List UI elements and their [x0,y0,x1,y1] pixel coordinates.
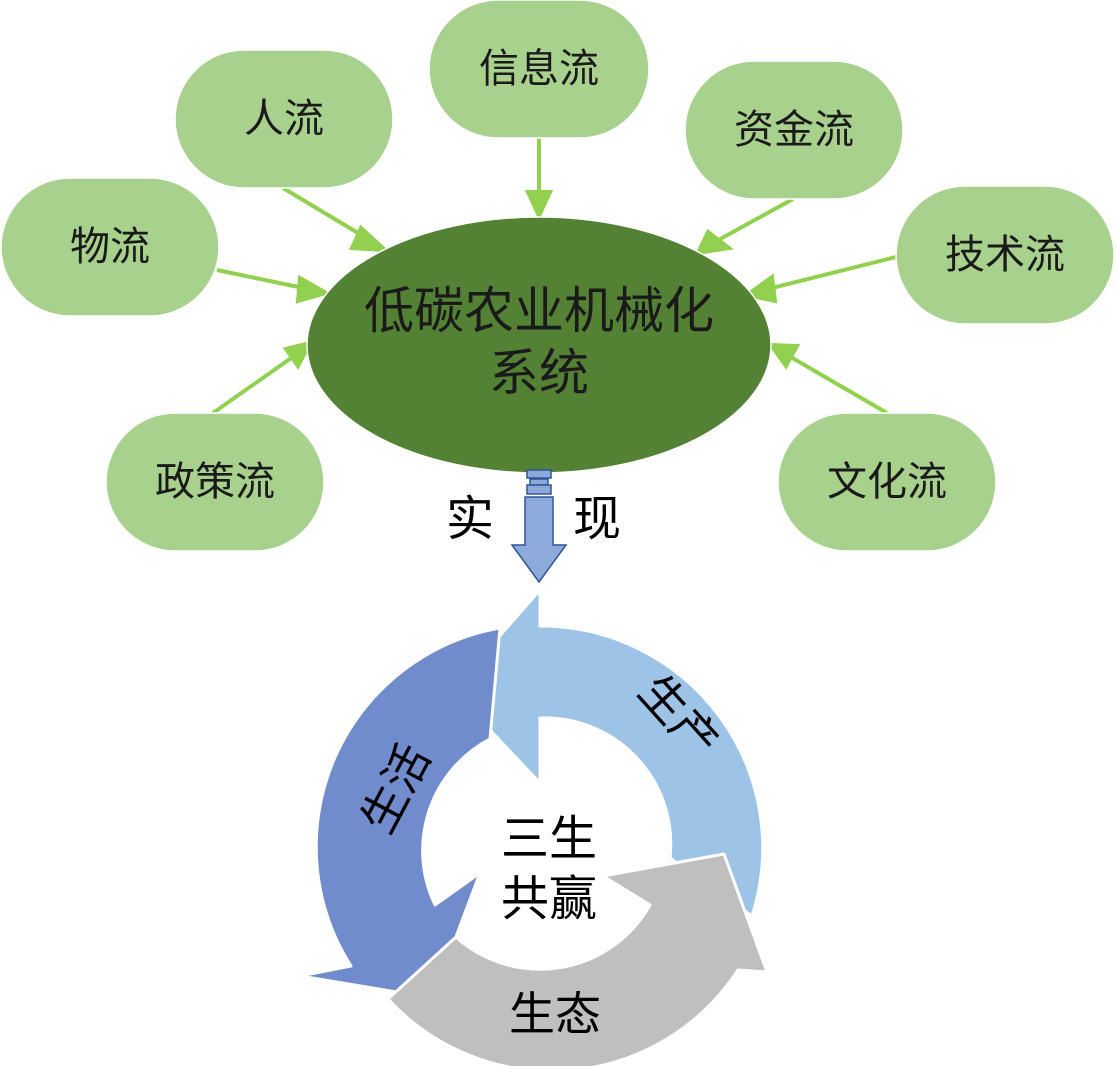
cycle-center-line2: 共赢 [501,871,597,927]
cycle-arrow-ecology [386,852,769,1066]
arrow-policy [211,354,296,415]
arrow-capital-head [694,228,734,256]
center-title-line2: 系统 [489,344,589,402]
bubble-policy [105,412,325,552]
flow-label-policy: 政策流 [155,459,275,505]
bubble-technology [895,185,1115,325]
connector-cap-top [526,469,552,479]
bubble-info [428,0,650,139]
arrow-people-head [348,224,391,253]
bubble-people [174,49,394,189]
bubble-logistics [0,177,220,317]
cycle-label-ecology: 生态 [509,987,601,1041]
realize-connector [510,469,568,584]
flow-arrows [211,138,897,415]
arrow-technology-head [742,273,778,304]
arrow-technology [767,255,897,291]
bubble-culture [777,412,997,552]
flow-label-info: 信息流 [479,46,599,92]
flow-label-capital: 资金流 [734,107,854,153]
connector-cap-bottom [526,484,552,495]
cycle-arrow-life [298,626,502,1000]
flow-label-people: 人流 [244,96,324,142]
arrow-culture [787,354,889,415]
flow-label-logistics: 物流 [70,224,150,270]
arrow-logistics-head [295,274,332,304]
connector-arrow-body [510,496,568,584]
flow-label-culture: 文化流 [827,459,947,505]
connector-right-char: 现 [573,491,621,547]
connector-left-char: 实 [446,491,494,547]
arrow-logistics [216,268,309,291]
cycle-center-line1: 三生 [501,811,597,867]
flow-bubbles [0,0,1115,552]
arrow-people [281,186,370,241]
connector-cap-mid [529,478,549,486]
arrow-capital [712,197,794,245]
cycle-arrow-production [450,588,765,918]
arrow-culture-head [767,342,801,370]
center-title-line1: 低碳农业机械化 [364,282,714,340]
arrow-policy-head [282,339,314,370]
arrow-info-head [524,190,554,221]
flow-labels: 信息流 人流 资金流 物流 技术流 政策流 文化流 [70,46,1065,505]
flow-label-technology: 技术流 [945,232,1065,278]
bubble-capital [684,60,904,200]
